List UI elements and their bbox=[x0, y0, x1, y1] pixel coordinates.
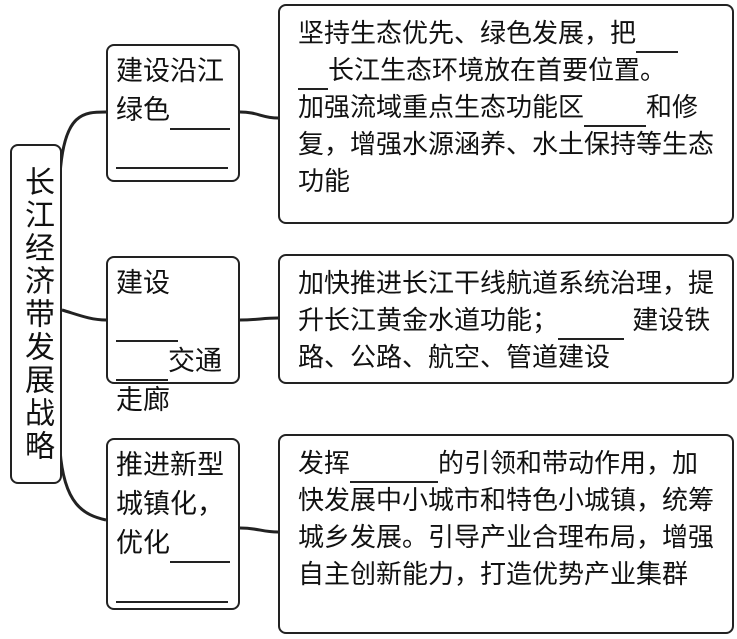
branch-1-line-2-text: 绿色 bbox=[116, 95, 170, 127]
blank-8 bbox=[298, 61, 328, 90]
blank-3 bbox=[116, 312, 178, 343]
branch-2-to-leaf-line bbox=[239, 316, 279, 322]
branch-2-line-2-text: 交通 bbox=[168, 346, 222, 378]
branch-3-line-4 bbox=[116, 563, 230, 603]
blank-5 bbox=[170, 533, 230, 564]
branch-node-2: 建设 交通 走廊 bbox=[106, 256, 240, 416]
branch-node-3: 推进新型 城镇化， 优化 bbox=[106, 438, 240, 610]
branch-3-line-3-text: 优化 bbox=[116, 528, 170, 560]
blank-6 bbox=[116, 572, 228, 603]
leaf-1-text-b: 长江生态环境放在首要位置。 bbox=[328, 55, 667, 86]
branch-3-line-1: 推进新型 bbox=[116, 450, 224, 481]
blank-7 bbox=[636, 24, 679, 53]
root-to-branch-3-line bbox=[58, 449, 107, 522]
blank-1 bbox=[170, 100, 230, 131]
blank-9 bbox=[584, 97, 647, 127]
leaf-1-text-e: 修复，增强水源涵养、水土保持等生态功能 bbox=[298, 92, 715, 197]
leaf-3-text-b: 的引领和带动作用，加快发展中小城市和特色小城镇，统筹城乡发展。引导产业合理布局，… bbox=[298, 449, 715, 590]
branch-node-1: 建设沿江 绿色 bbox=[106, 44, 240, 182]
branch-3-line-3: 优化 bbox=[116, 524, 230, 564]
root-node: 长江经济带发展战略 bbox=[10, 144, 62, 484]
leaf-2-text-b: 建设铁路、公路、航空、管道建设 bbox=[298, 305, 711, 373]
root-label: 长江经济带发展战略 bbox=[19, 165, 54, 463]
blank-4 bbox=[116, 351, 168, 382]
branch-2-line-2: 交通 bbox=[116, 342, 230, 382]
leaf-3-text-a: 发挥 bbox=[298, 449, 351, 479]
branch-3-to-leaf-line bbox=[239, 526, 279, 534]
blank-11 bbox=[350, 454, 439, 483]
leaf-1-text-d: 和 bbox=[646, 92, 673, 123]
leaf-1-text-a: 坚持生态优先、绿色发展，把 bbox=[298, 19, 637, 49]
leaf-node-2: 加快推进长江干线航道系统治理，提升长江黄金水道功能； 建设铁路、公路、航空、管道… bbox=[278, 254, 734, 384]
root-to-branch-2-line bbox=[61, 308, 107, 322]
root-to-branch-1-line bbox=[58, 110, 107, 176]
leaf-2-text-a: 加快推进长江干线航道系统治理，提升长江黄金水道功能； bbox=[298, 269, 715, 336]
blank-10 bbox=[558, 311, 625, 340]
blank-2 bbox=[116, 139, 228, 170]
branch-2-line-1: 建设 bbox=[116, 264, 230, 343]
leaf-1-text-c: 加强流域重点生态功能区 bbox=[298, 92, 585, 123]
branch-3-line-2: 城镇化， bbox=[116, 489, 224, 521]
leaf-node-3: 发挥的引领和带动作用，加快发展中小城市和特色小城镇，统筹城乡发展。引导产业合理布… bbox=[278, 434, 734, 634]
branch-1-line-1: 建设沿江 bbox=[116, 56, 224, 87]
branch-2-line-3: 走廊 bbox=[116, 385, 170, 417]
leaf-node-1: 坚持生态优先、绿色发展，把 长江生态环境放在首要位置。 加强流域重点生态功能区 和… bbox=[278, 4, 734, 224]
branch-1-line-3 bbox=[116, 130, 230, 170]
branch-1-to-leaf-line bbox=[239, 110, 279, 120]
branch-1-line-2: 绿色 bbox=[116, 91, 230, 131]
branch-2-line-1-text: 建设 bbox=[116, 268, 170, 299]
